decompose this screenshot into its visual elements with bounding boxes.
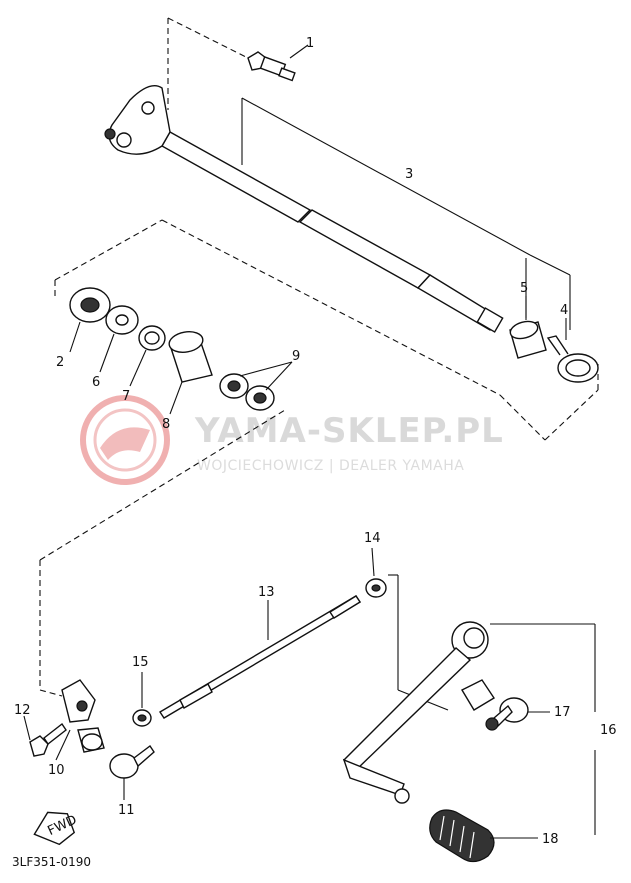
shift-shaft (104, 85, 504, 333)
shift-rod-13 (159, 595, 361, 719)
shaft-collar (509, 320, 547, 359)
watermark: YAMA-SKLEP.PL WOJCIECHOWICZ | DEALER YAM… (80, 395, 504, 485)
callout-2: 2 (56, 355, 64, 370)
callout-17: 17 (554, 705, 571, 720)
callout-15: 15 (132, 655, 149, 670)
callout-14: 14 (364, 531, 381, 546)
pivot-joint-17 (485, 697, 529, 731)
callout-6: 6 (92, 375, 100, 390)
callout-1: 1 (306, 36, 314, 51)
callout-7: 7 (122, 389, 130, 404)
oil-seal-9 (219, 373, 275, 411)
return-spring (546, 335, 599, 383)
ball-joint-11 (109, 744, 155, 779)
nut-15 (132, 709, 152, 727)
callout-16: 16 (600, 723, 617, 738)
watermark-subtitle: WOJCIECHOWICZ | DEALER YAMAHA (197, 458, 464, 474)
callout-18: 18 (542, 832, 559, 847)
callout-8: 8 (162, 417, 170, 432)
shift-pedal-16 (342, 621, 495, 804)
callout-13: 13 (258, 585, 275, 600)
callout-3: 3 (405, 167, 413, 182)
stud-bolt (247, 51, 296, 82)
bushing-8 (168, 331, 213, 383)
washer-6 (105, 305, 139, 335)
nut-14 (365, 578, 387, 598)
callout-9: 9 (292, 349, 300, 364)
callout-labels: 1 2 3 4 5 6 7 8 9 10 11 12 13 14 15 16 1… (14, 36, 617, 847)
shift-joint-10 (61, 679, 105, 753)
pedal-rubber-18 (429, 809, 495, 863)
callout-11: 11 (118, 803, 135, 818)
callout-12: 12 (14, 703, 31, 718)
callout-4: 4 (560, 303, 568, 318)
washer-2 (69, 287, 111, 323)
callout-10: 10 (48, 763, 65, 778)
callout-5: 5 (520, 281, 528, 296)
yamaha-dealer-logo-icon (80, 395, 170, 485)
watermark-title: YAMA-SKLEP.PL (194, 411, 504, 451)
bolt-12 (29, 722, 67, 757)
circlip-7 (138, 325, 166, 351)
forward-arrow-icon: FWD (33, 811, 79, 846)
diagram-code: 3LF351-0190 (12, 855, 91, 869)
